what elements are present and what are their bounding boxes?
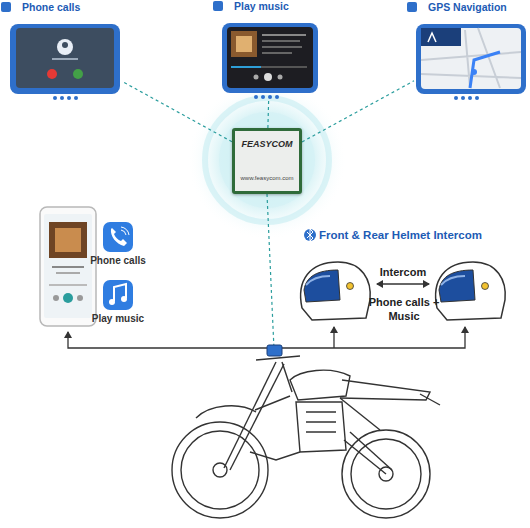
gps-screen bbox=[407, 2, 526, 100]
icon-label: Phone calls bbox=[83, 255, 153, 266]
bluetooth-module: FEASYCOM www.feasycom.com bbox=[232, 128, 302, 194]
text-label: Intercom bbox=[373, 265, 433, 279]
dashed-link bbox=[267, 100, 269, 128]
motorcycle bbox=[172, 356, 440, 518]
phone-call-screen bbox=[1, 2, 120, 100]
chip-link-line bbox=[267, 194, 274, 349]
dashed-line bbox=[122, 81, 232, 141]
helmet-left bbox=[301, 262, 371, 320]
panel-title: Phone calls bbox=[22, 1, 80, 14]
distribution-arrows bbox=[68, 327, 465, 348]
screen-panel: GPS Navigation bbox=[414, 0, 527, 100]
panel-title: Play music bbox=[234, 0, 289, 13]
module-brand: FEASYCOM bbox=[235, 139, 299, 149]
screen-panel: Phone calls bbox=[8, 0, 122, 100]
music-screen bbox=[213, 1, 318, 99]
dashed-line bbox=[267, 100, 269, 128]
text-label: Front & Rear Helmet Intercom bbox=[319, 228, 529, 242]
dashed-line bbox=[302, 81, 414, 142]
panel-title: GPS Navigation bbox=[428, 1, 507, 14]
bluetooth-icon bbox=[304, 229, 316, 241]
module-url: www.feasycom.com bbox=[235, 175, 299, 181]
dashed-link bbox=[302, 81, 414, 142]
signal-glow bbox=[187, 80, 347, 240]
app-icon: Play music bbox=[103, 280, 133, 310]
helmet-right bbox=[436, 262, 506, 320]
icon-label: Play music bbox=[83, 313, 153, 324]
smartphone bbox=[40, 207, 96, 326]
text-label: Phone calls + Music bbox=[368, 295, 440, 323]
app-icon: Phone calls bbox=[103, 222, 133, 252]
handlebar-device bbox=[267, 345, 282, 356]
screen-panel: Play music bbox=[220, 0, 320, 100]
dashed-link bbox=[122, 81, 232, 141]
intercom-arrow bbox=[377, 284, 429, 285]
